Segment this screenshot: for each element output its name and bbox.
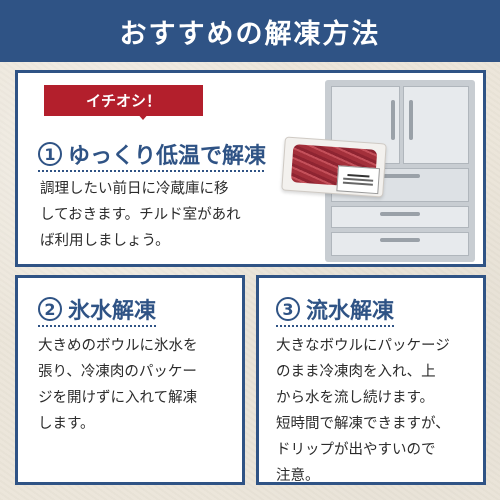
fridge-door-right (403, 86, 469, 164)
fridge-handle (380, 174, 420, 178)
method-2-description: 大きめのボウルに氷水を 張り、冷凍肉のパッケー ジを開けずに入れて解凍 します。 (38, 338, 198, 432)
fridge-handle (380, 212, 420, 216)
method-1-title: 1 ゆっくり低温で解凍 (38, 138, 266, 170)
fridge-drawer-bottom (331, 232, 469, 256)
method-3-description: 大きなボウルにパッケージ のまま冷凍肉を入れ、上 から水を流し続けます。 短時間… (276, 338, 450, 484)
package-label (336, 165, 381, 195)
fridge-handle (380, 238, 420, 242)
fridge-drawer-middle (331, 206, 469, 228)
number-circle: 1 (38, 142, 62, 166)
title-underline (38, 170, 264, 172)
title-underline (276, 325, 394, 327)
page-header: おすすめの解凍方法 (0, 0, 500, 62)
fridge-handle (391, 100, 395, 140)
number-circle: 2 (38, 297, 62, 321)
method-3-title: 3 流水解凍 (276, 293, 394, 325)
badge-pointer (136, 112, 150, 120)
recommended-badge: イチオシ！ (44, 85, 204, 116)
page-title: おすすめの解凍方法 (119, 18, 381, 50)
number-circle: 3 (276, 297, 300, 321)
fridge-handle (409, 100, 413, 140)
method-2-title: 2 氷水解凍 (38, 293, 156, 325)
method-1-title-text: ゆっくり低温で解凍 (68, 144, 267, 169)
frozen-meat-package-illustration (281, 136, 387, 198)
title-underline (38, 325, 156, 327)
method-2-title-text: 氷水解凍 (68, 299, 157, 324)
method-1-description: 調理したい前日に冷蔵庫に移 しておきます。チルド室があれ ば利用しましょう。 (40, 181, 241, 249)
method-3-title-text: 流水解凍 (306, 299, 395, 324)
